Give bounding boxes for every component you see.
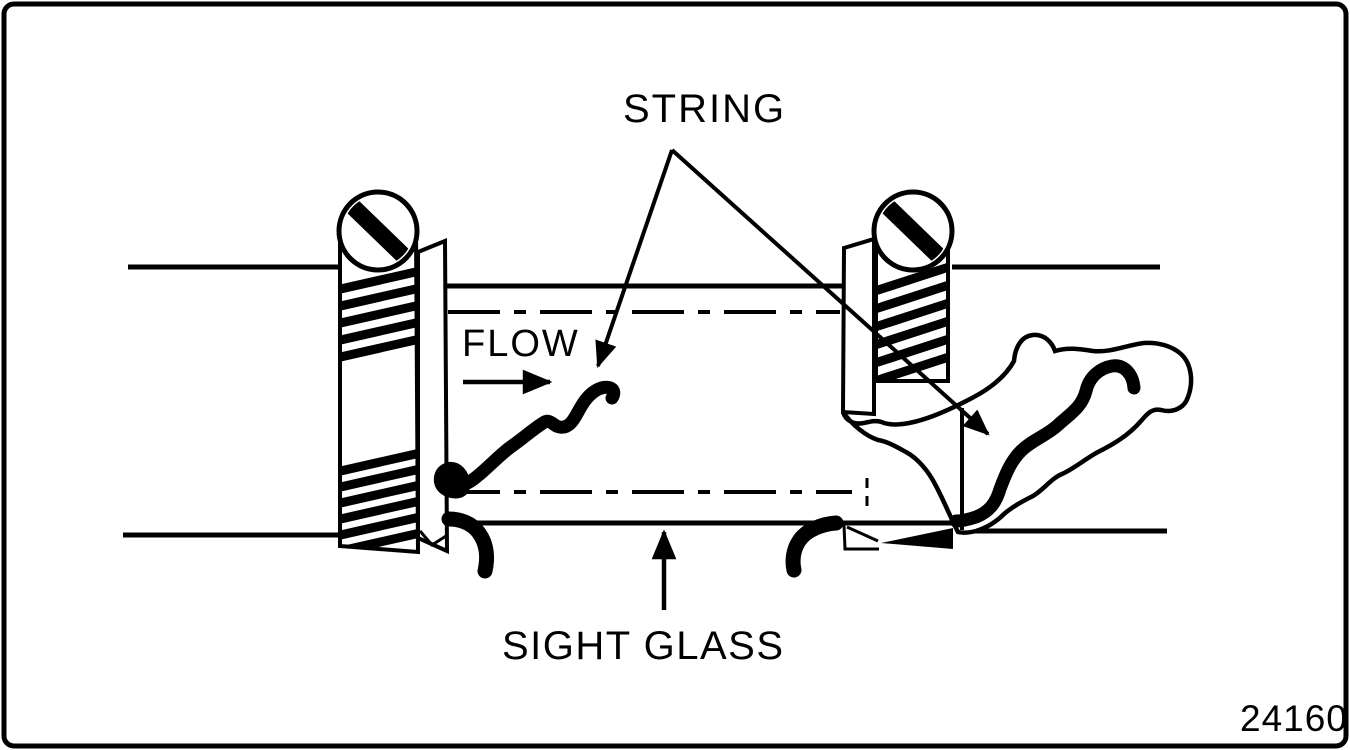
callout-arrows	[463, 148, 990, 610]
hose-clamp-left	[336, 189, 421, 555]
string-label: STRING	[623, 87, 786, 131]
screw-slot-left-icon	[343, 196, 413, 266]
string-inside	[433, 380, 621, 499]
string-callout-arrow-right	[670, 148, 990, 436]
sight-glass-tube	[447, 283, 964, 551]
screw-slot-right-icon	[878, 196, 948, 266]
flange-plate-right-outline	[840, 236, 876, 417]
flange-plate-left-notch	[418, 530, 447, 547]
tube-bottom-notch-edge	[846, 525, 879, 543]
string-callout-arrow-left	[595, 149, 674, 369]
hose-clamp-right	[871, 189, 955, 383]
sight-glass-label: SIGHT GLASS	[502, 624, 785, 668]
string-inside-path	[448, 380, 621, 493]
string-outside-path	[949, 359, 1141, 528]
strap-curl-right	[785, 515, 844, 578]
flange-plate-left-outline	[416, 238, 450, 555]
flange-plate-left	[416, 238, 450, 555]
flow-label: FLOW	[462, 323, 580, 365]
tube-bottom-notch	[842, 524, 879, 551]
figure-number-label: 24160	[1240, 698, 1348, 739]
hose-lines	[123, 264, 1167, 538]
tube-bottom-wedge	[881, 528, 953, 549]
strap-curl-left	[441, 511, 495, 579]
